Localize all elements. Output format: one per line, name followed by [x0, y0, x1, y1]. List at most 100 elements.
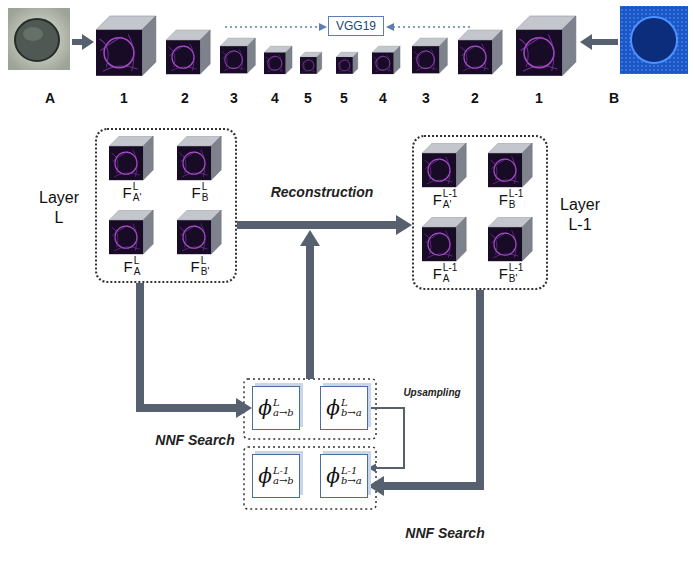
layer-group: FL-1A'FL-1BFL-1AFL-1B'Layer L-1	[412, 135, 548, 290]
symbol: ϕ	[258, 464, 272, 488]
layer-number: 3	[422, 90, 430, 106]
thick-arrow	[140, 283, 252, 418]
feature-map: FL-1B'	[488, 217, 534, 284]
nnf-field: ϕLa→b	[252, 386, 300, 430]
arrowhead	[368, 476, 384, 496]
index-stack: L-1a→b	[273, 466, 294, 487]
subscript: A	[443, 274, 457, 285]
feature-map: FLB	[177, 136, 223, 203]
superscript: L-1	[443, 189, 457, 200]
edge-label: Upsampling	[401, 387, 462, 398]
cube-icon	[177, 210, 223, 256]
symbol: F	[123, 184, 132, 201]
box-text: VGG19	[336, 19, 376, 33]
symbol: F	[191, 258, 200, 275]
math-label: FL-1A	[433, 263, 458, 284]
thin-arrow	[368, 408, 404, 473]
subscript: B	[202, 193, 209, 204]
index-stack: L-1b→a	[341, 466, 362, 487]
connector-line	[237, 221, 399, 229]
edge-label: Reconstruction	[269, 184, 376, 200]
connector-line	[381, 290, 480, 486]
symbol: F	[192, 184, 201, 201]
symbol: ϕ	[326, 464, 340, 488]
index-stack: L-1A	[443, 263, 457, 284]
symbol: F	[499, 191, 508, 208]
math-label: ϕLa→b	[258, 396, 293, 420]
nnf-field: ϕL-1a→b	[252, 454, 300, 498]
photo-a	[8, 8, 70, 70]
symbol: ϕ	[326, 396, 340, 420]
superscript: L-1	[509, 189, 523, 200]
connector-line	[140, 283, 239, 408]
feature-map: FL-1B	[488, 143, 534, 210]
layer-number: 1	[120, 90, 128, 106]
math-label: FLA'	[123, 182, 142, 203]
arrowhead	[368, 464, 376, 473]
math-label: ϕL-1a→b	[258, 464, 293, 488]
math-label: FLB'	[191, 256, 210, 277]
cube-icon	[422, 143, 468, 189]
edge-label: NNF Search	[403, 525, 486, 541]
cube-icon	[488, 143, 534, 189]
subscript: b→a	[341, 476, 362, 487]
cube-icon	[177, 136, 223, 182]
superscript: L-1	[341, 466, 362, 477]
feature-map: FL-1A	[422, 217, 468, 284]
feedback-arrow	[300, 230, 320, 379]
subscript: b→a	[341, 408, 362, 419]
math-label: FL-1A'	[433, 189, 458, 210]
nnf-field: ϕL-1b→a	[320, 454, 368, 498]
feature-map: FLA	[109, 210, 155, 277]
superscript: L	[341, 398, 362, 409]
math-label: FLA	[124, 256, 141, 277]
subscript: A'	[133, 193, 142, 204]
index-stack: LB'	[201, 256, 210, 277]
symbol: ϕ	[258, 396, 272, 420]
photo-b	[620, 6, 688, 74]
superscript: L	[201, 256, 210, 267]
symbol: F	[433, 265, 442, 282]
arrowhead	[396, 215, 412, 235]
model-box: VGG19	[328, 16, 384, 36]
layer-number: 5	[340, 90, 348, 106]
image-label: A	[45, 90, 55, 106]
subscript: A'	[443, 200, 457, 211]
index-stack: L-1B	[509, 189, 523, 210]
index-stack: La→b	[273, 398, 294, 419]
layer-number: 4	[271, 90, 279, 106]
layer-number: 5	[304, 90, 312, 106]
layer-heading: Layer L	[33, 188, 85, 228]
index-stack: LA	[134, 256, 141, 277]
feature-map: FL-1A'	[422, 143, 468, 210]
subscript: A	[134, 267, 141, 278]
superscript: L-1	[509, 263, 523, 274]
index-stack: L-1A'	[443, 189, 457, 210]
symbol: F	[124, 258, 133, 275]
layer-heading: Layer L-1	[554, 195, 606, 235]
feature-stack	[96, 16, 322, 76]
subscript: B	[509, 200, 523, 211]
layer-number: 3	[230, 90, 238, 106]
subscript: a→b	[273, 476, 294, 487]
feature-map: FLB'	[177, 210, 223, 277]
cube-icon	[109, 136, 155, 182]
subscript: a→b	[273, 408, 294, 419]
cube-icon	[422, 217, 468, 263]
math-label: FL-1B	[499, 189, 524, 210]
layer-number: 2	[471, 90, 479, 106]
math-label: ϕLb→a	[326, 396, 361, 420]
cube-icon	[488, 217, 534, 263]
feature-map: FLA'	[109, 136, 155, 203]
nnf-field: ϕLb→a	[320, 386, 368, 430]
superscript: L	[133, 182, 142, 193]
thick-arrow	[237, 215, 412, 235]
symbol: F	[433, 191, 442, 208]
index-stack: LB	[202, 182, 209, 203]
superscript: L	[134, 256, 141, 267]
layer-number: 2	[181, 90, 189, 106]
layer-number: 4	[379, 90, 387, 106]
feature-stack	[336, 16, 576, 76]
